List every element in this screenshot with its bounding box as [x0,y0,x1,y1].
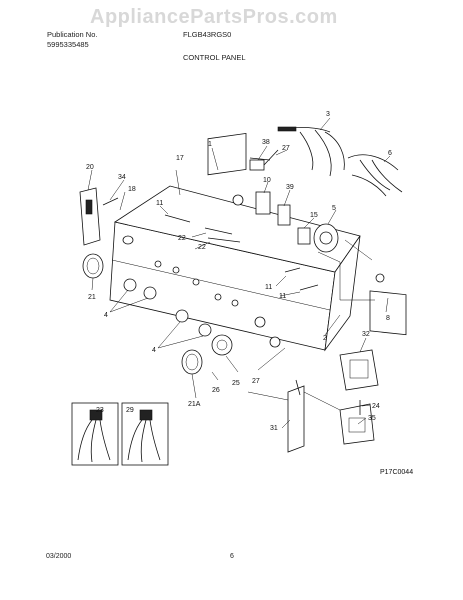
callout-39: 39 [286,184,294,191]
callout-29: 29 [126,407,134,414]
clip-35 [339,400,375,445]
knob-26 [181,349,203,375]
callout-21a: 21A [188,401,201,408]
callout-1: 1 [208,141,212,148]
callout-38: 38 [262,139,270,146]
callout-11-low: 11 [279,293,286,300]
callout-21: 21 [88,294,96,301]
switch-10 [255,191,271,215]
callout-27-bottom: 27 [252,378,260,385]
dial-25 [211,334,233,356]
bracket-31 [247,385,341,453]
knob-21 [82,253,104,279]
callout-15: 15 [310,212,318,219]
callout-22-b: 22 [198,244,206,251]
callout-27-top: 27 [282,145,290,152]
end-cap-20 [79,187,101,246]
switch-39 [277,204,291,226]
callout-3: 3 [326,111,330,118]
wire-lead-29 [121,402,169,466]
callout-8: 8 [386,315,390,322]
callout-4-a: 4 [104,312,108,319]
wire-harness-3 [277,126,345,177]
section-title: CONTROL PANEL [183,53,246,62]
callout-10: 10 [263,177,271,184]
footer-date: 03/2000 [46,553,72,560]
callout-34: 34 [118,174,126,181]
callout-26: 26 [212,387,220,394]
callout-11-top: 11 [156,200,163,207]
rotary-switch-5 [313,223,339,253]
callout-6: 6 [388,150,392,157]
callout-24: 24 [372,403,380,410]
callout-2: 2 [323,335,327,342]
callout-4-b: 4 [152,347,156,354]
callout-32: 32 [362,331,370,338]
knobs-4 [123,278,212,337]
watermark-logo: AppliancePartsPros.com [90,6,338,28]
model-number: FLGB43RGS0 [183,30,232,39]
callout-20: 20 [86,164,94,171]
callout-31: 31 [270,425,278,432]
clip-32 [339,349,379,391]
control-panel-console [109,185,361,352]
selector-switch-8 [369,273,407,336]
publication-number: 5995335485 [47,40,89,49]
callout-17: 17 [176,155,184,162]
callout-18: 18 [128,186,136,193]
bracket-38 [249,149,279,171]
wire-harness-6 [347,154,403,197]
diagram-code: P17C0044 [380,469,413,476]
publication-label: Publication No. [47,30,98,39]
footer-page-number: 6 [230,553,234,560]
callout-22-a: 22 [178,235,186,242]
callout-25: 25 [232,380,240,387]
callout-23: 23 [96,407,104,414]
callout-5: 5 [332,205,336,212]
callout-35: 35 [368,415,376,422]
wire-lead-23 [71,402,119,466]
callout-11-mid: 11 [265,284,272,291]
timer-part [207,132,271,206]
switch-15 [297,227,311,245]
